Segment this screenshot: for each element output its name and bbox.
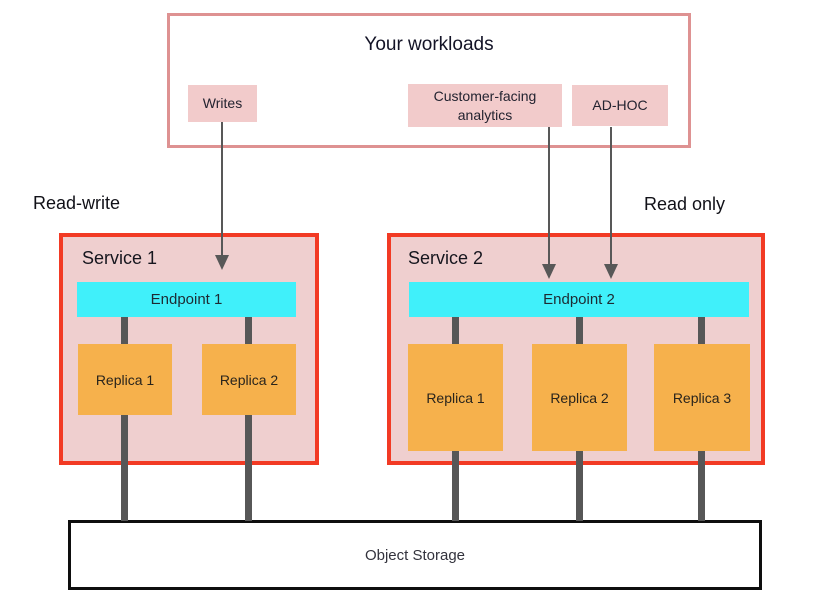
endpoint-1-box: Endpoint 1: [77, 282, 296, 317]
arrow-head-icon: [542, 264, 556, 279]
endpoint-1-label: Endpoint 1: [150, 291, 223, 308]
service-2-name: Service 2: [408, 248, 484, 268]
service-2-replica-3-box: Replica 3: [654, 344, 750, 451]
service-2-replica-2-label: Replica 2: [550, 389, 609, 406]
workload-writes-box: Writes: [188, 85, 257, 122]
workload-customer-analytics-box: Customer-facing analytics: [408, 84, 562, 127]
service-2-replica-2-box: Replica 2: [532, 344, 627, 451]
workloads-title: Your workloads: [364, 34, 494, 55]
workload-adhoc-box: AD-HOC: [572, 85, 668, 126]
endpoint-2-box: Endpoint 2: [409, 282, 749, 317]
endpoint-2-label: Endpoint 2: [543, 291, 615, 308]
connector-s1-replica2-storage: [245, 317, 252, 521]
service-1-name: Service 1: [82, 248, 158, 268]
arrow-shaft: [221, 122, 223, 256]
read-write-label: Read-write: [33, 193, 121, 213]
object-storage-box: Object Storage: [68, 520, 762, 590]
service-2-replica-3-label: Replica 3: [672, 389, 732, 406]
arrow-shaft: [548, 127, 550, 265]
read-only-label: Read only: [644, 194, 726, 214]
service-2-replica-1-box: Replica 1: [408, 344, 503, 451]
service-2-replica-1-label: Replica 1: [426, 389, 485, 406]
workload-adhoc-label: AD-HOC: [592, 97, 648, 114]
arrow-head-icon: [604, 264, 618, 279]
arrow-head-icon: [215, 255, 229, 270]
service-1-replica-1-box: Replica 1: [78, 344, 172, 415]
service-1-replica-2-box: Replica 2: [202, 344, 296, 415]
service-1-replica-2-label: Replica 2: [219, 371, 279, 388]
service-1-replica-1-label: Replica 1: [95, 371, 155, 388]
connector-s1-replica1-storage: [121, 317, 128, 521]
workload-customer-analytics-label: Customer-facing analytics: [433, 88, 537, 123]
arrow-shaft: [610, 127, 612, 265]
object-storage-label: Object Storage: [364, 546, 466, 564]
workload-writes-label: Writes: [202, 95, 243, 112]
